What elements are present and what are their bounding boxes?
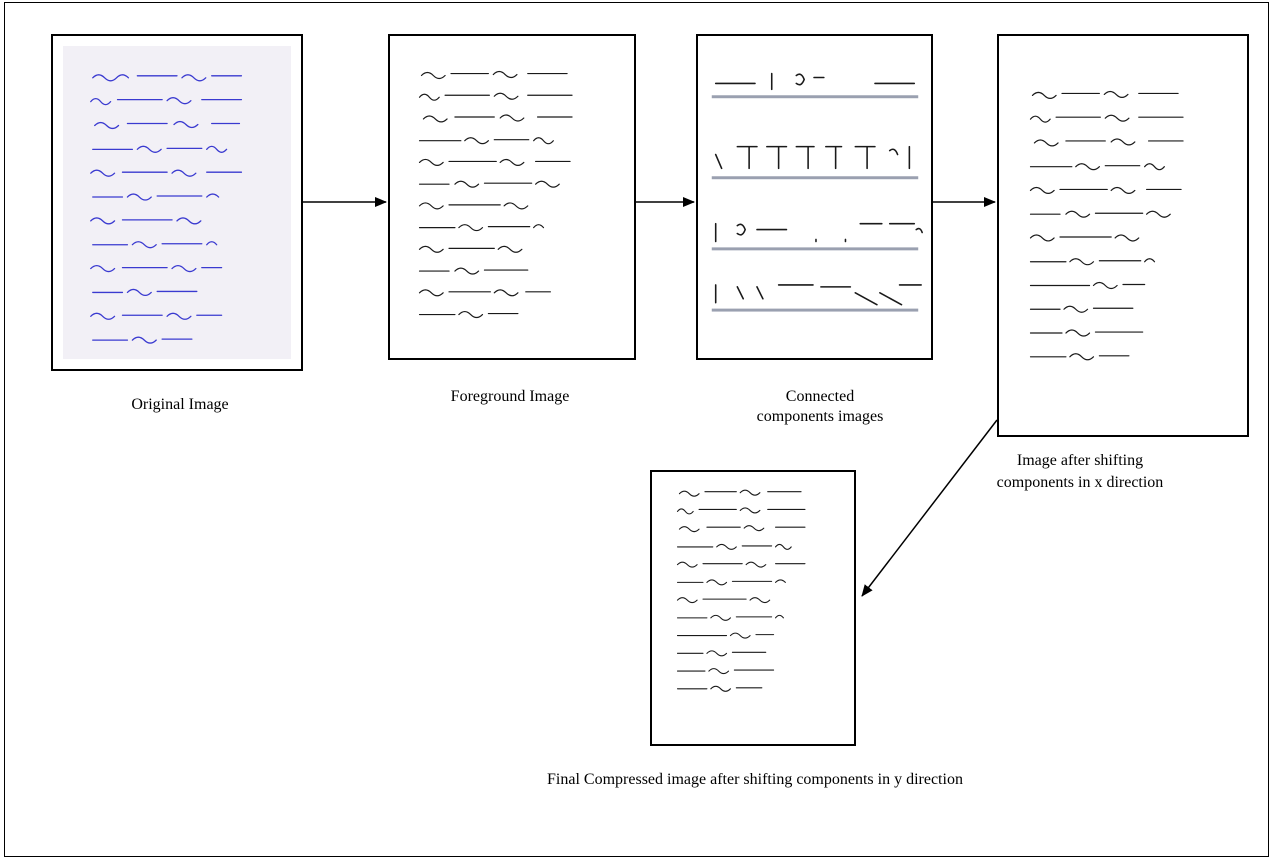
diagram-frame: [4, 2, 1269, 857]
handwriting-final: [676, 489, 806, 692]
shift-x-panel: [997, 34, 1249, 437]
foreground-image-caption: Foreground Image: [450, 388, 570, 405]
original-image-panel: [51, 34, 303, 371]
shift-x-caption-line1: Image after shifting: [1016, 452, 1144, 469]
original-image-caption: Original Image: [131, 396, 229, 413]
handwriting-shift-x: [1029, 90, 1184, 361]
original-photo: [63, 46, 291, 359]
connected-components-caption-line1: Connected: [785, 388, 855, 405]
connected-components-panel: [696, 34, 933, 360]
foreground-image-panel: [388, 34, 636, 360]
final-compressed-caption: Final Compressed image after shifting co…: [547, 771, 963, 788]
component-strips: [711, 72, 923, 312]
handwriting-black: [418, 70, 573, 319]
connected-components-caption-line2: components images: [756, 408, 884, 425]
shift-x-caption-line2: components in x direction: [996, 474, 1164, 491]
final-compressed-panel: [650, 470, 856, 746]
handwriting-blue: [90, 74, 243, 344]
